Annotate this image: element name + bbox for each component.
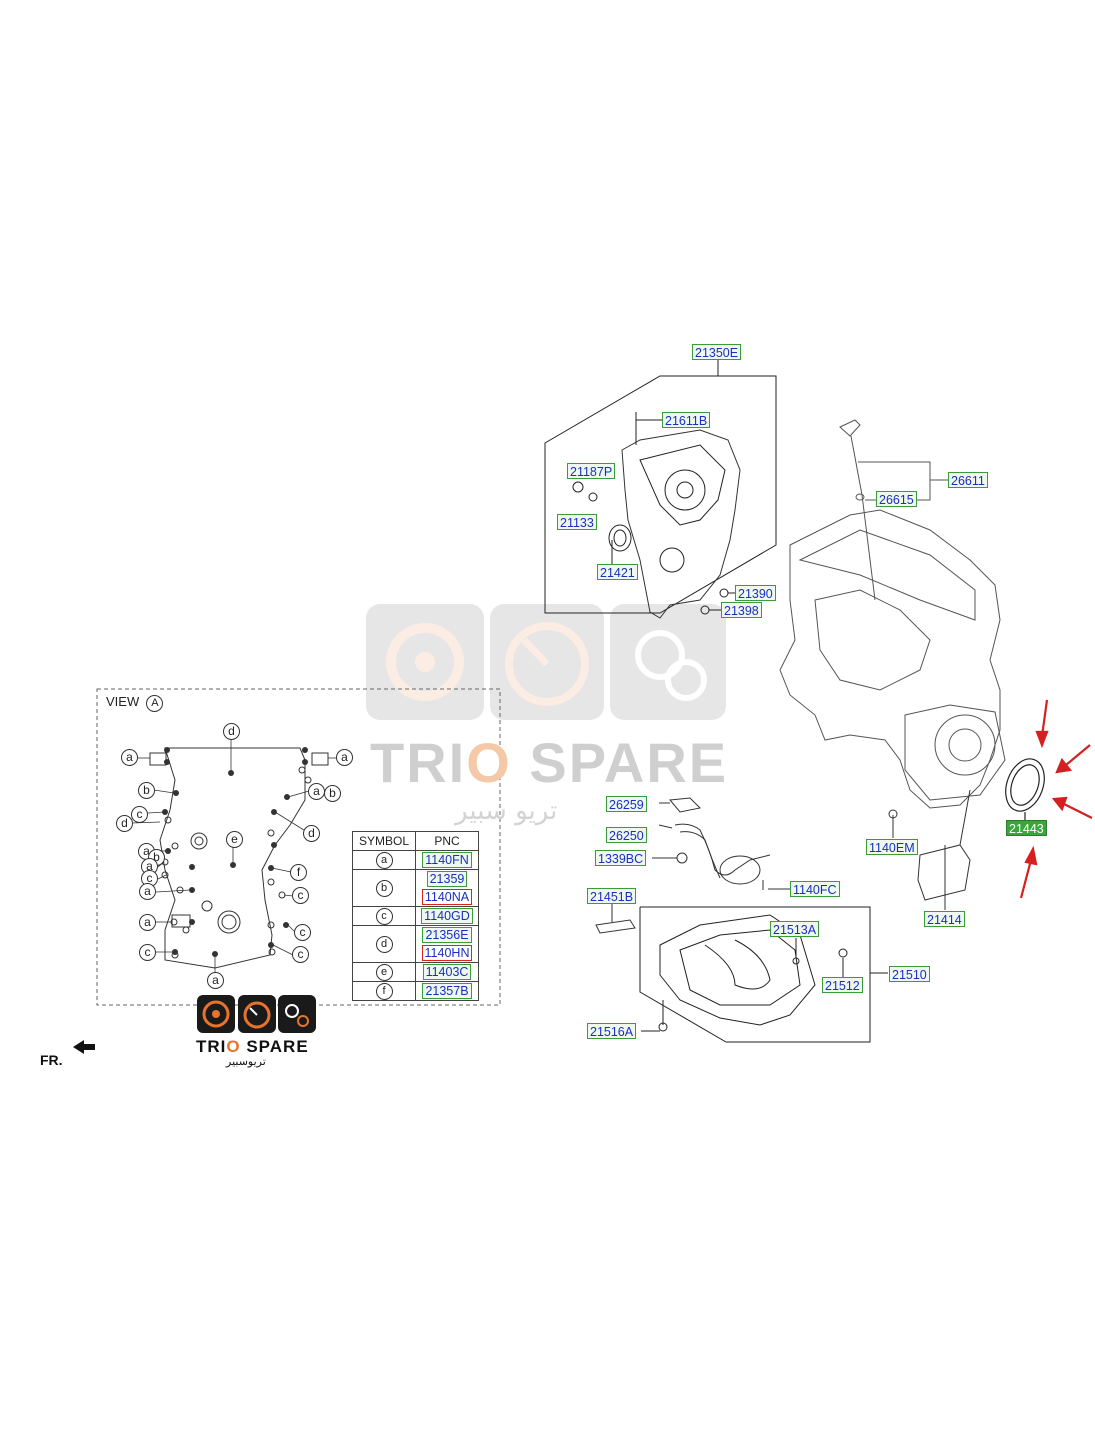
part-label-21510[interactable]: 21510 [889, 966, 930, 982]
table-pnc[interactable]: 21356E [422, 927, 472, 943]
part-label-21350E[interactable]: 21350E [692, 344, 742, 360]
symbol-c: c [139, 944, 156, 961]
table-symbol: d [375, 935, 393, 953]
symbol-a: a [308, 783, 325, 800]
symbol-a: a [139, 883, 156, 900]
symbol-d: d [303, 825, 320, 842]
front-arrow-icon [73, 1040, 95, 1054]
table-symbol: a [375, 851, 393, 869]
table-header-symbol: SYMBOL [352, 831, 416, 851]
table-pnc[interactable]: 1140NA [421, 889, 473, 905]
part-label-21133[interactable]: 21133 [557, 514, 597, 530]
trio-spare-logo-icons [197, 995, 316, 1033]
table-row: c 1140GD [352, 906, 479, 926]
part-label-1339BC[interactable]: 1339BC [595, 850, 647, 866]
watermark-icons [366, 604, 726, 720]
table-pnc[interactable]: 1140HN [421, 945, 473, 961]
table-row: a 1140FN [352, 850, 479, 870]
part-label-26611[interactable]: 26611 [948, 472, 988, 488]
part-label-21398[interactable]: 21398 [721, 602, 762, 618]
table-pnc[interactable]: 11403C [422, 964, 472, 980]
table-symbol: c [375, 907, 393, 925]
part-label-21512[interactable]: 21512 [822, 977, 863, 993]
view-a-title: VIEW A [106, 694, 164, 712]
symbol-pnc-table: SYMBOL PNC a 1140FN b 21359 1140NA c 1140… [352, 831, 479, 1001]
symbol-a: a [207, 972, 224, 989]
red-arrows [1019, 699, 1093, 899]
trio-spare-logo-text: TRIO SPARE [196, 1037, 309, 1056]
table-row: b 21359 1140NA [352, 869, 479, 907]
symbol-d: d [223, 723, 240, 740]
table-symbol: e [375, 963, 393, 981]
table-symbol: f [375, 982, 393, 1000]
part-label-21611B[interactable]: 21611B [662, 412, 711, 428]
symbol-a: a [121, 749, 138, 766]
symbol-d: d [116, 815, 133, 832]
symbol-b: b [138, 782, 155, 799]
symbol-a: a [336, 749, 353, 766]
part-label-21414[interactable]: 21414 [924, 911, 965, 927]
part-label-21390[interactable]: 21390 [735, 585, 776, 601]
part-label-1140FC[interactable]: 1140FC [790, 881, 840, 897]
symbol-c: c [292, 887, 309, 904]
part-label-21421[interactable]: 21421 [597, 564, 638, 580]
part-label-21513A[interactable]: 21513A [770, 921, 820, 937]
symbol-c: c [131, 806, 148, 823]
part-label-21443-highlighted[interactable]: 21443 [1006, 820, 1047, 836]
symbol-e: e [226, 831, 243, 848]
symbol-c: c [292, 946, 309, 963]
table-row: f 21357B [352, 981, 479, 1001]
watermark-brand-arabic: تريو سبير [455, 796, 558, 826]
table-pnc[interactable]: 21359 [426, 871, 468, 887]
symbol-b: b [324, 785, 341, 802]
part-label-1140EM[interactable]: 1140EM [866, 839, 918, 855]
symbol-f: f [290, 864, 307, 881]
part-label-21187P[interactable]: 21187P [567, 463, 616, 479]
table-row: e 11403C [352, 962, 479, 982]
front-direction-label: FR. [40, 1052, 63, 1068]
watermark-brand: TRIO SPARE [370, 731, 729, 794]
table-header-pnc: PNC [415, 831, 479, 851]
table-pnc[interactable]: 21357B [422, 983, 472, 999]
table-pnc[interactable]: 1140FN [422, 852, 472, 868]
part-label-21451B[interactable]: 21451B [587, 888, 637, 904]
table-row: d 21356E 1140HN [352, 925, 479, 963]
part-label-26259[interactable]: 26259 [606, 796, 647, 812]
part-label-21516A[interactable]: 21516A [587, 1023, 637, 1039]
table-pnc[interactable]: 1140GD [421, 908, 473, 924]
trio-spare-logo-arabic: تريوسبير [226, 1055, 266, 1068]
symbol-a: a [139, 914, 156, 931]
part-label-26615[interactable]: 26615 [876, 491, 917, 507]
table-symbol: b [375, 879, 393, 897]
symbol-c: c [294, 924, 311, 941]
part-label-26250[interactable]: 26250 [606, 827, 647, 843]
